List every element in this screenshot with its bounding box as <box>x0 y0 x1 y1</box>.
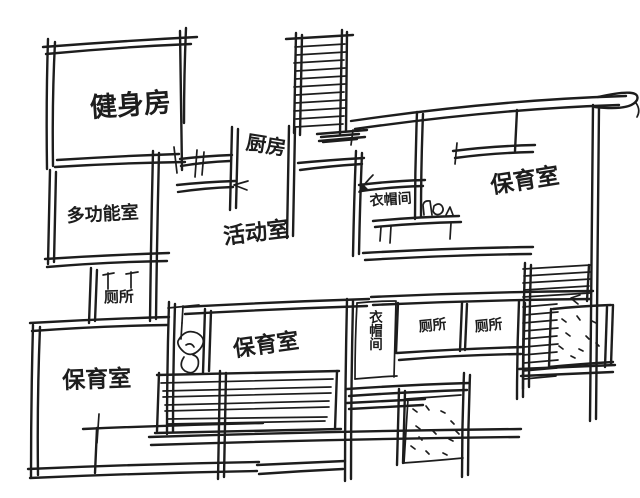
room-label-activity: 活动室 <box>222 216 291 250</box>
room-label-toilet-bottom-right: 厕所 <box>474 316 504 336</box>
room-label-cloakroom-lower: 衣帽间 <box>366 309 383 352</box>
room-label-toilet-left: 厕所 <box>104 287 135 306</box>
staircase-hatch-bottom-right <box>517 261 617 391</box>
walls-multi-function-room <box>43 149 171 323</box>
room-label-kitchen: 厨房 <box>244 130 287 160</box>
walls-right-section <box>351 103 601 423</box>
staircase-shaft-top <box>284 28 361 146</box>
terrace-stipple-right <box>547 294 615 369</box>
room-label-gym: 健身房 <box>89 86 172 124</box>
room-label-toilet-bottom-left: 厕所 <box>418 316 448 336</box>
walls-toilet-left <box>87 266 139 325</box>
room-label-multi-function: 多功能室 <box>66 201 139 227</box>
cloakroom-lower-box <box>354 300 398 380</box>
room-label-nursery-bottom-left: 保育室 <box>61 365 132 394</box>
wall-top-right-sweep <box>349 91 640 131</box>
room-label-cloakroom-upper: 衣帽间 <box>369 190 412 210</box>
room-label-nursery-right: 保育室 <box>488 162 561 200</box>
room-label-nursery-bottom-center: 保育室 <box>231 328 301 363</box>
walls-gym <box>41 26 199 174</box>
walls-nursery-bottom-left <box>26 300 265 481</box>
walls-nursery-bottom-center <box>147 297 523 483</box>
walls-kitchen <box>175 124 369 240</box>
terrace-stipple-bottom <box>345 371 472 479</box>
